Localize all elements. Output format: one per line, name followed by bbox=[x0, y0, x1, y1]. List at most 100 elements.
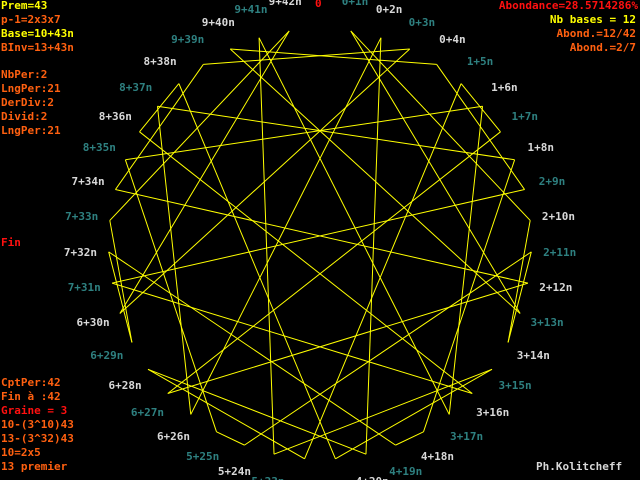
circle-label: 4+18n bbox=[420, 449, 454, 463]
star-segment bbox=[436, 64, 525, 190]
circle-label: 6+28n bbox=[108, 379, 142, 393]
star-segment bbox=[108, 251, 396, 446]
star-segment bbox=[167, 282, 529, 394]
lngper-label-2: LngPer:21 bbox=[1, 124, 61, 137]
circle-label: 7+34n bbox=[71, 175, 105, 189]
circle-label: 3+15n bbox=[498, 379, 532, 393]
abondance-label: Abondance=28.5714286% bbox=[498, 0, 638, 12]
star-segment bbox=[304, 83, 462, 459]
info-line-2: 13-(3^32)43 bbox=[1, 432, 74, 445]
circle-label: 9+40n bbox=[201, 15, 235, 29]
star-segment bbox=[139, 83, 180, 133]
star-segment bbox=[273, 368, 493, 455]
circle-label: 8+37n bbox=[119, 80, 153, 94]
circle-label: 0+3n bbox=[408, 15, 436, 29]
star-segment bbox=[111, 189, 525, 284]
info-line-3: 10=2x5 bbox=[1, 446, 41, 459]
circle-label: 7+31n bbox=[67, 281, 101, 295]
star-segment bbox=[395, 431, 424, 446]
base-label: Base=10+43n bbox=[1, 27, 74, 40]
circle-label: 0+2n bbox=[375, 3, 403, 17]
divid-label: Divid:2 bbox=[1, 110, 48, 123]
circle-label: 1+5n bbox=[466, 55, 494, 69]
binv-label: BInv=13+43n bbox=[1, 41, 74, 54]
star-segment bbox=[365, 37, 382, 455]
circle-label: 4+20n bbox=[356, 476, 389, 480]
star-segment bbox=[507, 251, 532, 343]
star-segment bbox=[203, 48, 410, 65]
star-segment bbox=[157, 105, 515, 161]
nbper-label: NbPer:2 bbox=[1, 68, 48, 81]
author-label: Ph.Kolitcheff bbox=[536, 460, 623, 473]
circle-label: 2+11n bbox=[543, 245, 577, 259]
star-segment bbox=[448, 106, 484, 415]
star-segment bbox=[119, 48, 411, 314]
circle-label: 1+6n bbox=[491, 80, 518, 94]
prem-label: Prem=43 bbox=[1, 0, 48, 12]
star-segment bbox=[230, 48, 437, 65]
cptper-label: CptPer:42 bbox=[1, 376, 61, 389]
circle-label: 3+13n bbox=[530, 315, 564, 329]
star-segment bbox=[147, 368, 305, 460]
circle-label: 5+23n bbox=[251, 476, 284, 480]
fin-a-label: Fin à :42 bbox=[1, 390, 61, 403]
star-segment bbox=[178, 83, 336, 459]
star-segment bbox=[139, 131, 473, 394]
p-minus-1-label: p-1=2x3x7 bbox=[1, 13, 61, 26]
star-segment bbox=[350, 30, 531, 221]
fin-label: Fin bbox=[1, 236, 21, 249]
star-segment bbox=[258, 37, 450, 415]
star-segment bbox=[109, 30, 290, 221]
circle-label: 2+12n bbox=[539, 281, 573, 295]
circle-label: 6+26n bbox=[156, 430, 191, 444]
circle-label: 8+38n bbox=[143, 55, 177, 69]
circle-label: 4+19n bbox=[389, 465, 423, 479]
star-segment bbox=[335, 368, 493, 460]
star-segment bbox=[350, 30, 521, 314]
star-segment bbox=[111, 282, 473, 394]
circle-label: 7+33n bbox=[65, 210, 99, 224]
circle-label: 5+24n bbox=[217, 465, 251, 479]
zero-label: 0 bbox=[315, 0, 322, 10]
star-segment bbox=[216, 431, 245, 446]
circle-label: 7+32n bbox=[63, 245, 97, 259]
star-segment bbox=[229, 48, 521, 314]
circle-label: 2+10n bbox=[541, 210, 575, 224]
info-line-4: 13 premier bbox=[1, 460, 68, 473]
circle-label: 3+17n bbox=[450, 430, 484, 444]
circle-label: 5+25n bbox=[186, 449, 220, 463]
circle-label: 2+9n bbox=[538, 175, 566, 189]
circle-label: 1+8n bbox=[527, 141, 554, 155]
circle-label: 1+7n bbox=[511, 109, 538, 123]
circle-label: 6+30n bbox=[76, 315, 110, 329]
star-segment bbox=[423, 159, 516, 432]
circle-label: 9+41n bbox=[234, 3, 268, 17]
abond-fraction-label: Abond.=12/42 bbox=[556, 27, 636, 40]
star-segment bbox=[460, 83, 501, 133]
star-segment bbox=[115, 189, 529, 284]
star-segment bbox=[258, 37, 275, 455]
abond-reduced-label: Abond.=2/7 bbox=[569, 41, 636, 54]
circle-label: 6+29n bbox=[90, 348, 124, 362]
star-segment bbox=[190, 37, 382, 415]
circle-label: 0+1n bbox=[341, 0, 369, 9]
star-segment bbox=[124, 159, 217, 432]
info-line-1: 10-(3^10)43 bbox=[1, 418, 74, 431]
graine-label: Graine = 3 bbox=[1, 404, 68, 417]
circle-label: 8+35n bbox=[82, 141, 116, 155]
star-segment bbox=[244, 251, 532, 446]
circle-label: 0+4n bbox=[439, 33, 466, 47]
circle-label: 9+42n bbox=[268, 0, 302, 9]
star-segment bbox=[156, 106, 192, 415]
star-segment bbox=[147, 368, 367, 455]
circle-label: 6+27n bbox=[130, 406, 164, 420]
star-segment bbox=[125, 105, 483, 161]
nb-bases-label: Nb bases = 12 bbox=[549, 13, 636, 26]
circle-label: 3+14n bbox=[516, 348, 550, 362]
star-segment bbox=[108, 251, 133, 343]
star-segment bbox=[109, 220, 133, 343]
circle-label: 9+39n bbox=[171, 33, 205, 47]
derdiv-label: DerDiv:2 bbox=[1, 96, 54, 109]
